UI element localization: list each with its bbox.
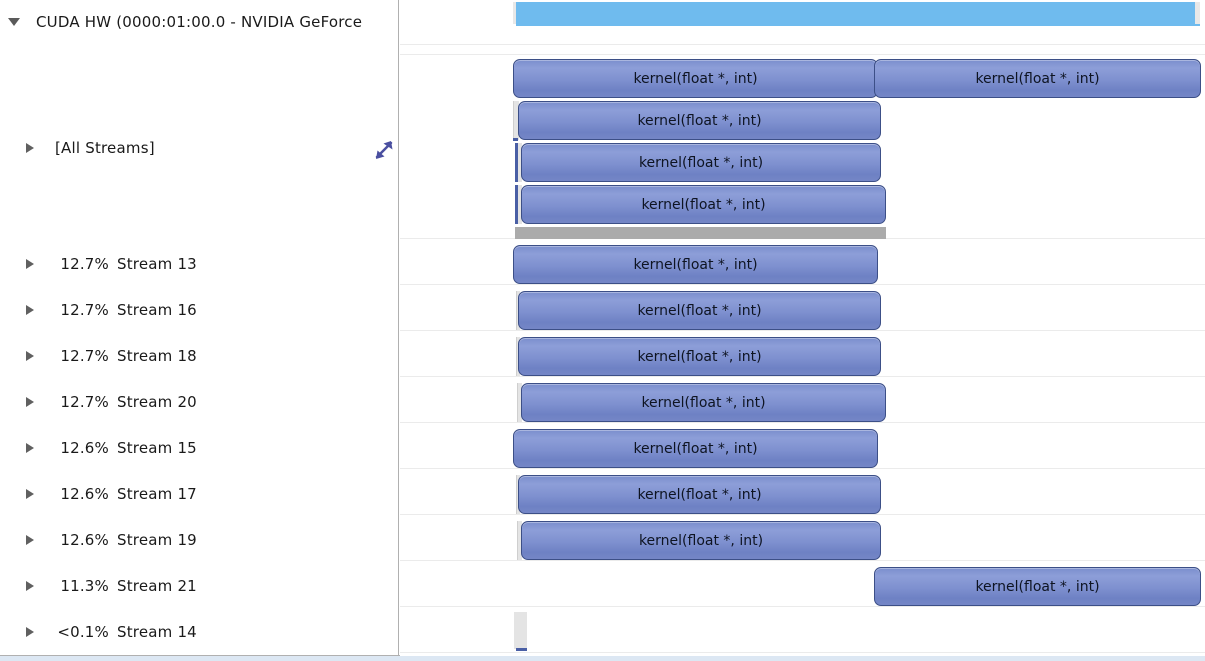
tree-row-stream-21[interactable]: 11.3% Stream 21	[0, 563, 398, 609]
caret-right-icon[interactable]	[26, 627, 34, 637]
stream-row-label: 12.7% Stream 16	[55, 301, 197, 319]
summary-bar-end-cap	[1195, 2, 1200, 24]
stream-row-label: 12.7% Stream 18	[55, 347, 197, 365]
kernel-bar[interactable]: kernel(float *, int)	[513, 429, 878, 468]
adjacent-activity-marker-underline	[513, 138, 518, 141]
stream-percent: 12.7%	[60, 255, 109, 273]
kernel-bar[interactable]: kernel(float *, int)	[518, 337, 881, 376]
stream-name: Stream 14	[117, 623, 197, 641]
kernel-bar[interactable]: kernel(float *, int)	[874, 59, 1201, 98]
caret-right-icon[interactable]	[26, 535, 34, 545]
tree-row-stream-16[interactable]: 12.7% Stream 16	[0, 287, 398, 333]
adjacent-activity-marker-edge	[515, 143, 518, 182]
stream-percent: 12.7%	[60, 301, 109, 319]
tree-row-stream-15[interactable]: 12.6% Stream 15	[0, 425, 398, 471]
memcpy-sliver[interactable]	[514, 612, 527, 649]
stream-percent: 11.3%	[60, 577, 109, 595]
stream-name: Stream 20	[117, 393, 197, 411]
kernel-bar[interactable]: kernel(float *, int)	[513, 59, 878, 98]
timeline-tree-panel: CUDA HW (0000:01:00.0 - NVIDIA GeForce […	[0, 0, 399, 655]
caret-right-icon[interactable]	[26, 443, 34, 453]
tree-row-stream-14[interactable]: <0.1% Stream 14	[0, 609, 398, 655]
stream-percent: 12.6%	[60, 485, 109, 503]
row-separator	[400, 514, 1205, 515]
aggregate-activity-bar[interactable]	[515, 227, 886, 239]
row-separator	[400, 606, 1205, 607]
row-separator	[400, 330, 1205, 331]
expand-diagonal-icon[interactable]	[369, 135, 398, 165]
caret-right-icon[interactable]	[26, 259, 34, 269]
stream-name: Stream 21	[117, 577, 197, 595]
row-separator	[400, 422, 1205, 423]
stream-name: Stream 13	[117, 255, 197, 273]
stream-name: Stream 15	[117, 439, 197, 457]
stream-row-label: 12.7% Stream 13	[55, 255, 197, 273]
tree-row-stream-13[interactable]: 12.7% Stream 13	[0, 241, 398, 287]
kernel-bar[interactable]: kernel(float *, int)	[521, 185, 886, 224]
stream-percent: 12.6%	[60, 531, 109, 549]
summary-utilization-bar[interactable]	[516, 2, 1200, 26]
kernel-bar[interactable]: kernel(float *, int)	[518, 291, 881, 330]
adjacent-activity-marker	[513, 101, 519, 140]
stream-percent: 12.7%	[60, 347, 109, 365]
caret-right-icon[interactable]	[26, 581, 34, 591]
stream-percent: <0.1%	[57, 623, 109, 641]
row-separator	[400, 560, 1205, 561]
kernel-bar[interactable]: kernel(float *, int)	[521, 521, 881, 560]
row-separator	[400, 44, 1205, 45]
kernel-bar[interactable]: kernel(float *, int)	[521, 383, 886, 422]
caret-right-icon[interactable]	[26, 305, 34, 315]
window-bottom-edge	[0, 656, 1205, 661]
caret-right-icon[interactable]	[26, 351, 34, 361]
tree-row-all-streams[interactable]: [All Streams]	[0, 125, 398, 171]
tree-row-stream-19[interactable]: 12.6% Stream 19	[0, 517, 398, 563]
stream-name: Stream 19	[117, 531, 197, 549]
kernel-bar[interactable]: kernel(float *, int)	[518, 475, 881, 514]
cuda-hw-label: CUDA HW (0000:01:00.0 - NVIDIA GeForce	[36, 13, 363, 31]
adjacent-activity-marker	[517, 521, 522, 560]
row-separator	[400, 54, 1205, 55]
kernel-bar[interactable]: kernel(float *, int)	[521, 143, 881, 182]
adjacent-activity-marker	[517, 383, 522, 422]
kernel-bar[interactable]: kernel(float *, int)	[518, 101, 881, 140]
stream-row-label: 12.6% Stream 17	[55, 485, 197, 503]
kernel-bar[interactable]: kernel(float *, int)	[513, 245, 878, 284]
stream-row-label: <0.1% Stream 14	[55, 623, 197, 641]
kernel-bar[interactable]: kernel(float *, int)	[874, 567, 1201, 606]
row-separator	[400, 284, 1205, 285]
stream-row-label: 11.3% Stream 21	[55, 577, 197, 595]
tree-row-cuda-hw[interactable]: CUDA HW (0000:01:00.0 - NVIDIA GeForce	[0, 0, 398, 44]
stream-row-label: 12.6% Stream 19	[55, 531, 197, 549]
caret-right-icon[interactable]	[26, 397, 34, 407]
row-separator	[400, 376, 1205, 377]
stream-percent: 12.6%	[60, 439, 109, 457]
stream-percent: 12.7%	[60, 393, 109, 411]
caret-right-icon[interactable]	[26, 143, 34, 153]
stream-row-label: 12.6% Stream 15	[55, 439, 197, 457]
stream-row-label: 12.7% Stream 20	[55, 393, 197, 411]
caret-right-icon[interactable]	[26, 489, 34, 499]
memcpy-sliver-underline	[516, 648, 527, 651]
tree-row-stream-18[interactable]: 12.7% Stream 18	[0, 333, 398, 379]
adjacent-activity-marker-edge	[515, 185, 518, 224]
stream-name: Stream 16	[117, 301, 197, 319]
stream-name: Stream 17	[117, 485, 197, 503]
timeline-tracks-panel[interactable]: kernel(float *, int) kernel(float *, int…	[400, 0, 1205, 661]
stream-name: Stream 18	[117, 347, 197, 365]
all-streams-label: [All Streams]	[55, 139, 155, 157]
caret-down-icon[interactable]	[8, 18, 20, 26]
row-separator	[400, 468, 1205, 469]
tree-row-stream-20[interactable]: 12.7% Stream 20	[0, 379, 398, 425]
row-separator	[400, 652, 1205, 653]
tree-row-stream-17[interactable]: 12.6% Stream 17	[0, 471, 398, 517]
